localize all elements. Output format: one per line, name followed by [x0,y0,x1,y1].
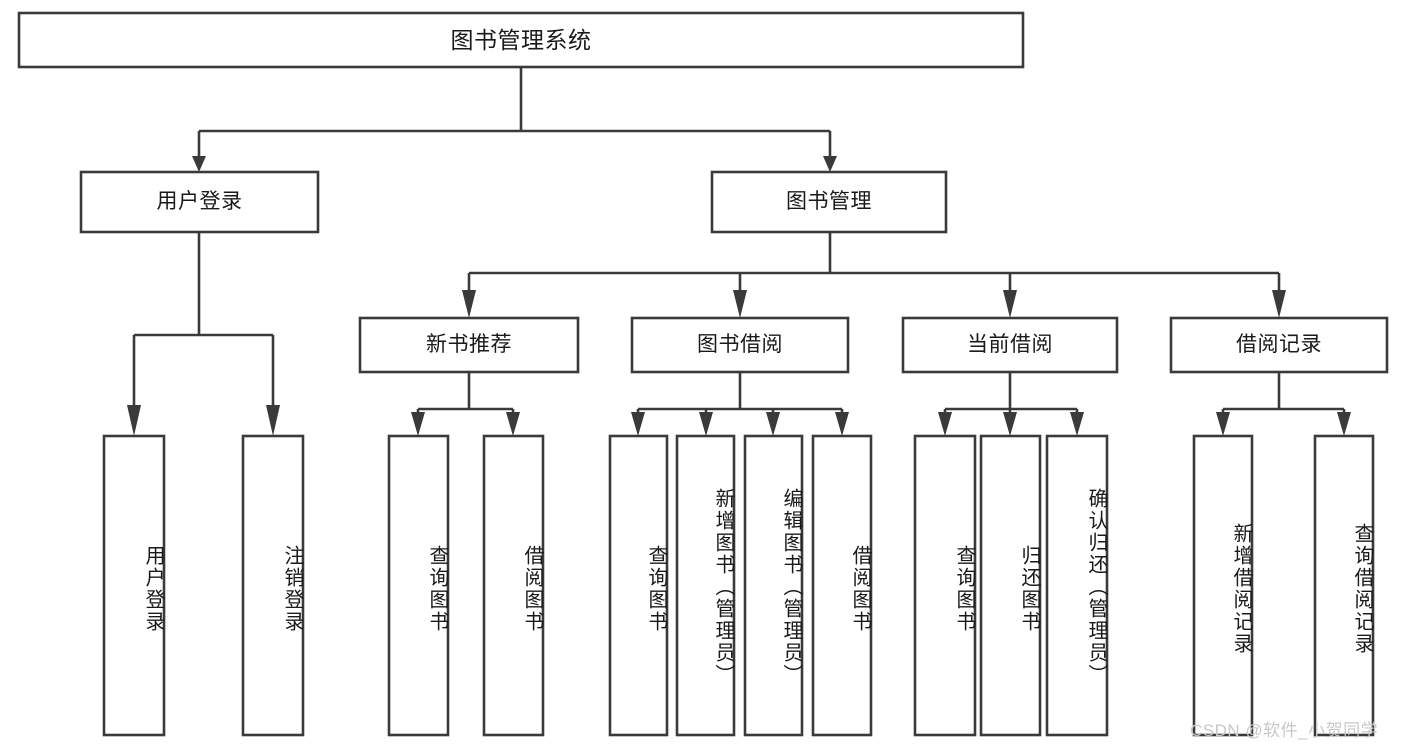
leaf-box-borrow-book-1[interactable] [482,434,545,737]
leaf-box-query-book-1[interactable] [387,434,450,737]
edges-root-to-level2 [192,67,837,172]
node-current-borrow[interactable] [901,316,1119,374]
leaf-box-query-book-3[interactable] [913,434,977,737]
leaf-box-confirm-return[interactable] [1045,434,1109,737]
edges-currentborrow-to-leaves [938,372,1084,436]
node-book-manage[interactable] [710,170,948,234]
leaf-box-user-logout[interactable] [241,434,305,737]
node-new-book-recommend[interactable] [358,316,580,374]
node-book-borrow[interactable] [630,316,850,374]
leaf-box-user-login[interactable] [102,434,166,737]
leaf-box-add-record[interactable] [1192,434,1254,737]
leaf-box-return-book[interactable] [979,434,1042,737]
leaf-box-edit-book[interactable] [743,434,804,737]
edges-newbook-to-leaves [411,372,520,436]
leaf-box-add-book[interactable] [675,434,736,737]
leaf-box-query-record[interactable] [1313,434,1375,737]
edges-userlogin-to-leaves [127,232,280,436]
node-root[interactable] [17,11,1025,69]
edges-bookmanage-to-level3 [462,232,1286,318]
edges-borrowrecord-to-leaves [1216,372,1351,436]
edges-bookborrow-to-leaves [631,372,849,436]
node-borrow-record[interactable] [1169,316,1389,374]
leaf-box-borrow-book-2[interactable] [811,434,873,737]
leaf-box-query-book-2[interactable] [608,434,669,737]
node-user-login[interactable] [79,170,320,234]
